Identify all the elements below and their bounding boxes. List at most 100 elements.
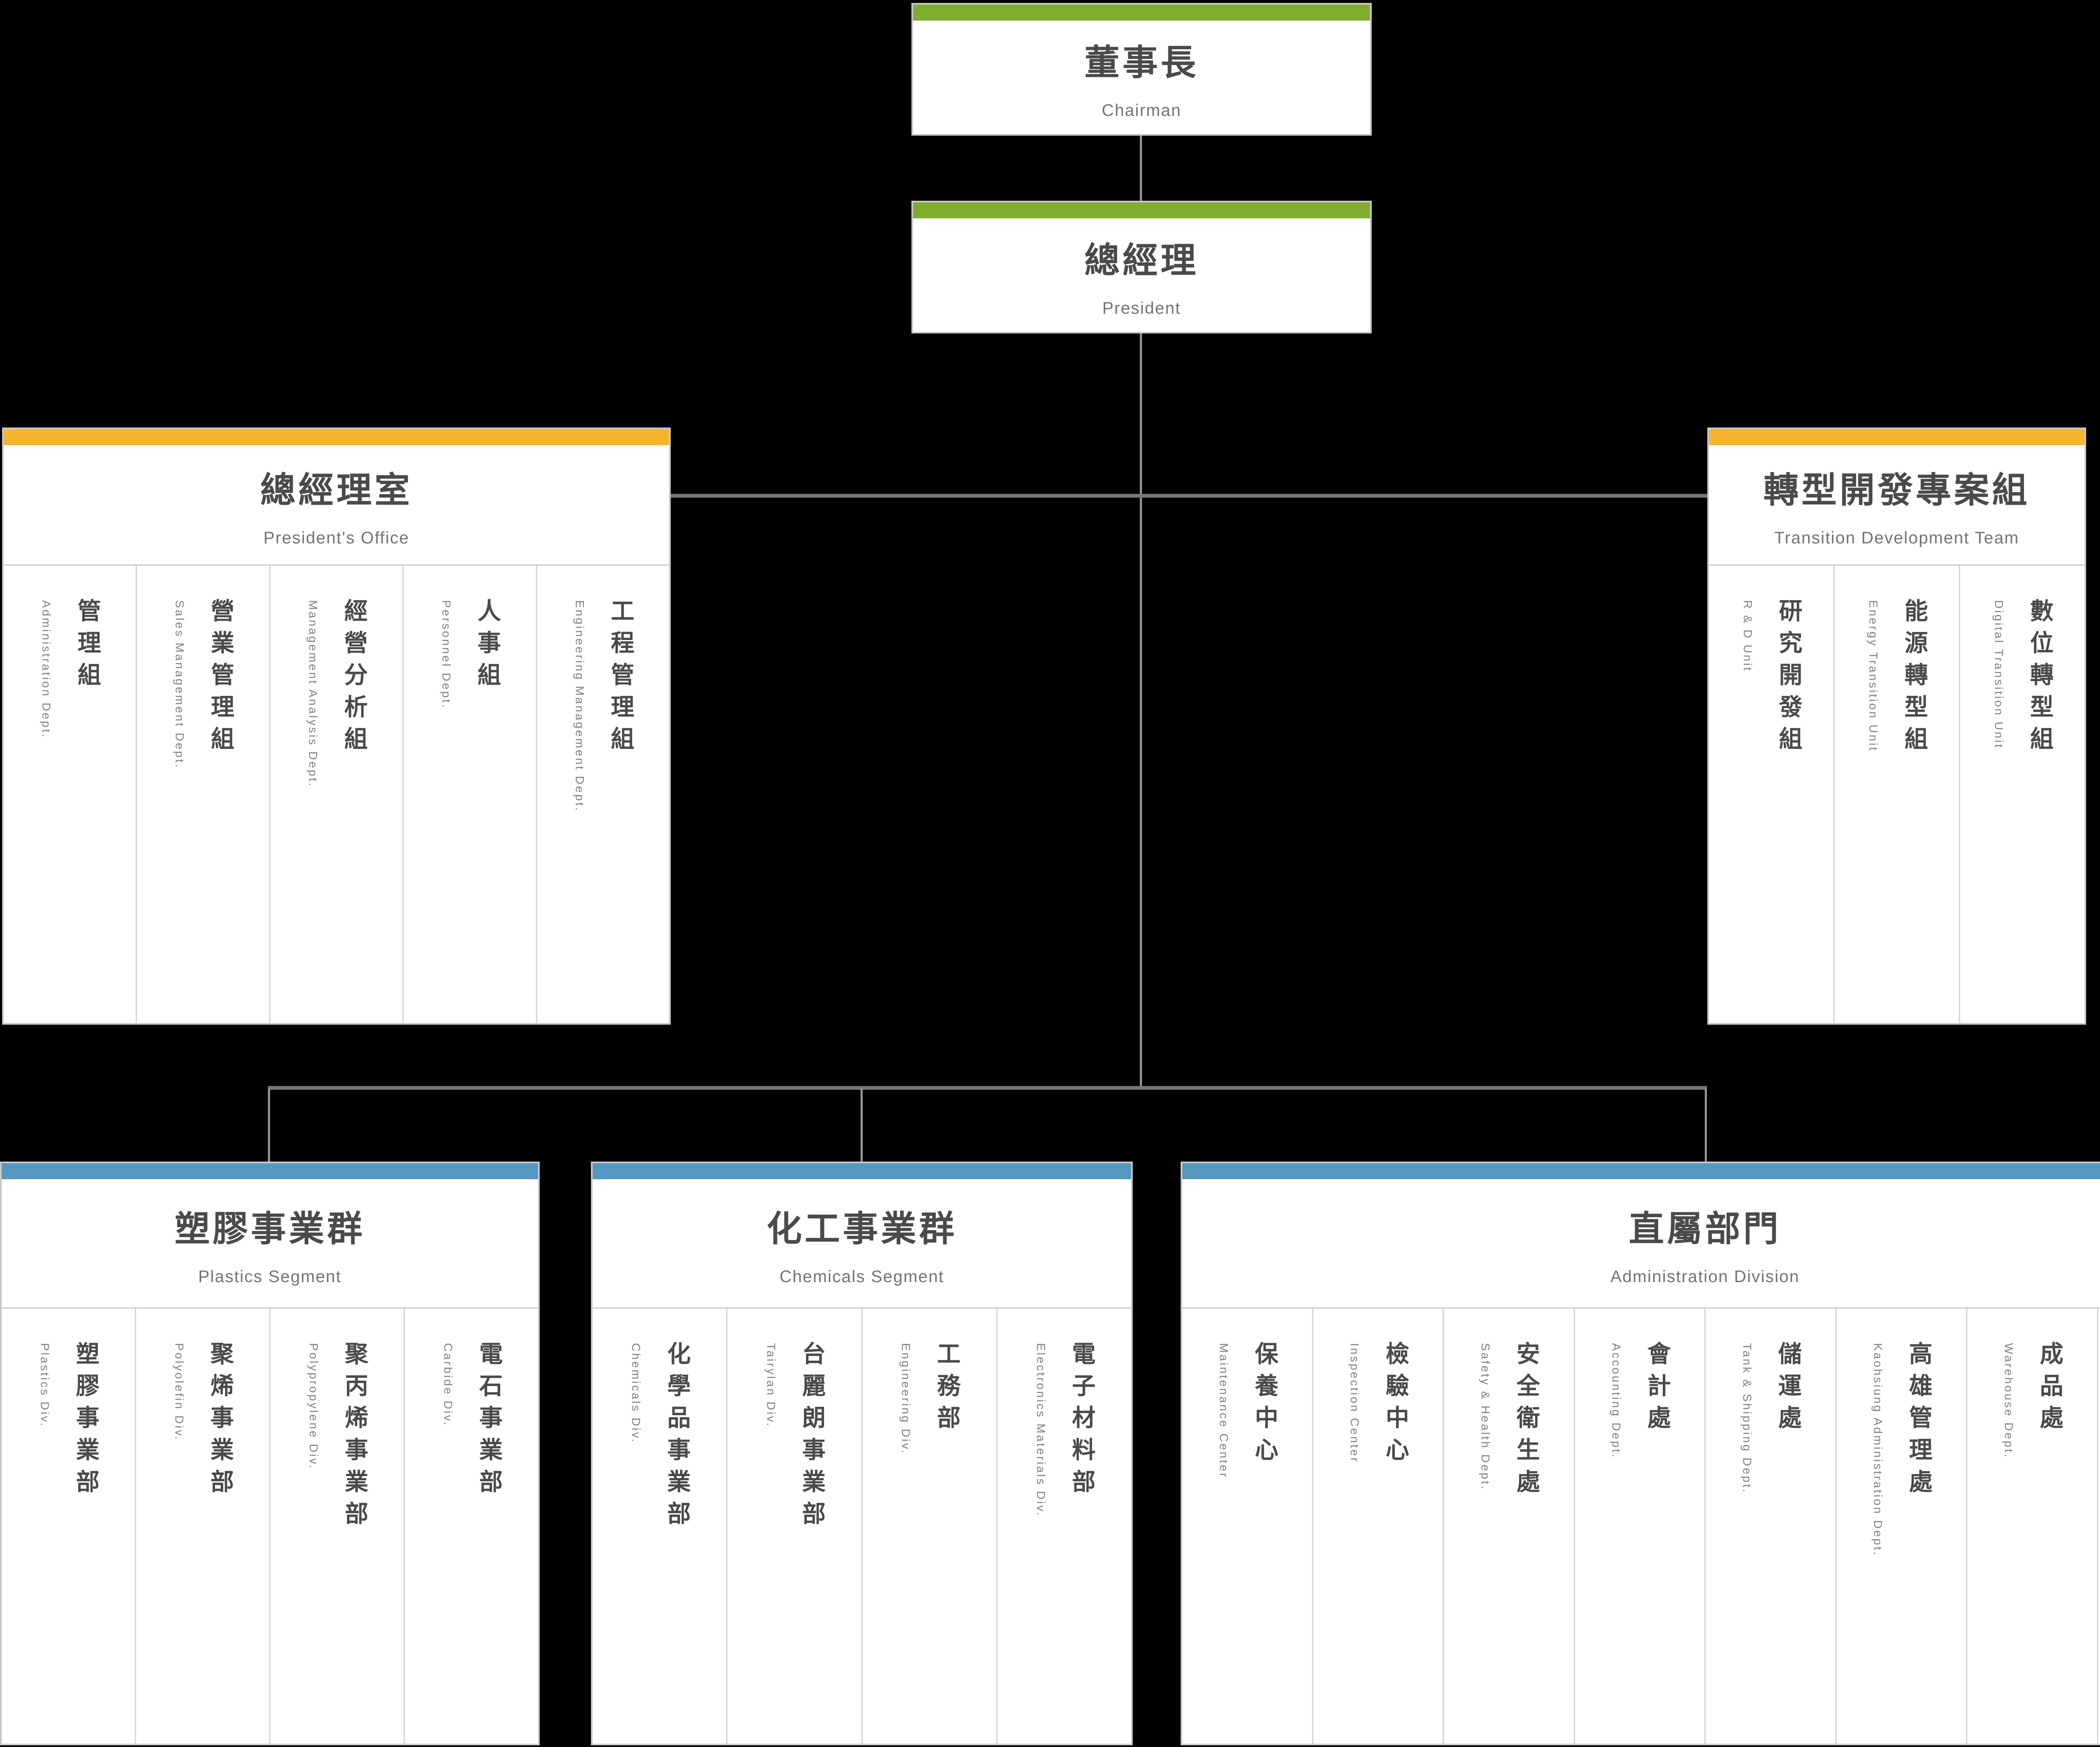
unit-subtitle: Digital Transition Unit xyxy=(1992,600,2006,749)
unit-title: 聚烯事業部 xyxy=(207,1341,234,1501)
unit-subtitle: Inspection Center xyxy=(1348,1343,1361,1464)
unit-subtitle: Polypropylene Div. xyxy=(307,1343,320,1470)
unit-inspection-center: 檢驗中心 Inspection Center xyxy=(1312,1309,1443,1744)
unit-title: 塑膠事業部 xyxy=(73,1341,100,1501)
unit-title: 高雄管理處 xyxy=(1906,1341,1932,1501)
administration-division-title: 直屬部門 xyxy=(1629,1209,1781,1249)
unit-kaohsiung-administration-dept: 高雄管理處 Kaohsiung Administration Dept. xyxy=(1835,1309,1966,1744)
unit-carbide-div: 電石事業部 Carbide Div. xyxy=(404,1309,538,1744)
unit-subtitle: Chemicals Div. xyxy=(630,1343,643,1444)
unit-subtitle: Energy Transition Unit xyxy=(1867,600,1880,752)
chemicals-segment-title: 化工事業群 xyxy=(766,1209,957,1249)
unit-subtitle: Warehouse Dept. xyxy=(2002,1343,2016,1459)
chemicals-segment-subtitle: Chemicals Segment xyxy=(780,1267,944,1286)
unit-engineering-div: 工務部 Engineering Div. xyxy=(861,1309,996,1744)
unit-subtitle: Engineering Management Dept. xyxy=(573,600,586,813)
unit-mailiao-administration-dept: 麥寮管理部 Mailiao Administration Dept. xyxy=(2097,1309,2100,1744)
administration-division-units: 保養中心 Maintenance Center 檢驗中心 Inspection … xyxy=(1182,1307,2100,1744)
unit-polyolefin-div: 聚烯事業部 Polyolefin Div. xyxy=(135,1309,269,1744)
unit-management-analysis-dept: 經營分析組 Management Analysis Dept. xyxy=(269,566,402,1023)
presidents-office-accent-bar xyxy=(4,429,669,445)
administration-division-subtitle: Administration Division xyxy=(1610,1267,1800,1286)
transition-team-units: 研究開發組 R & D Unit 能源轉型組 Energy Transition… xyxy=(1709,564,2084,1023)
unit-subtitle: Tank & Shipping Dept. xyxy=(1740,1343,1754,1494)
unit-electronics-materials-div: 電子材料部 Electronics Materials Div. xyxy=(996,1309,1131,1744)
unit-sales-management-dept: 營業管理組 Sales Management Dept. xyxy=(136,566,269,1023)
unit-subtitle: Polyolefin Div. xyxy=(173,1343,186,1442)
plastics-segment-subtitle: Plastics Segment xyxy=(198,1267,342,1286)
unit-administration-dept: 管理組 Administration Dept. xyxy=(4,566,136,1023)
unit-title: 儲運處 xyxy=(1775,1341,1802,1437)
unit-subtitle: Sales Management Dept. xyxy=(173,600,186,769)
unit-engineering-management-dept: 工程管理組 Engineering Management Dept. xyxy=(536,566,669,1023)
unit-subtitle: Carbide Div. xyxy=(441,1343,455,1427)
connector-office-transition xyxy=(670,494,1709,498)
plastics-segment-node: 塑膠事業群 Plastics Segment 塑膠事業部 Plastics Di… xyxy=(0,1162,540,1745)
connector-bottom-groups xyxy=(268,1086,1707,1090)
transition-team-accent-bar xyxy=(1709,429,2084,445)
president-title: 總經理 xyxy=(1084,241,1199,280)
unit-title: 電石事業部 xyxy=(476,1341,503,1501)
chairman-subtitle: Chairman xyxy=(1102,101,1181,120)
connector-drop-plastics xyxy=(268,1089,270,1162)
unit-title: 台麗朗事業部 xyxy=(799,1341,826,1533)
chairman-node: 董事長 Chairman xyxy=(911,3,1372,136)
unit-energy-transition-unit: 能源轉型組 Energy Transition Unit xyxy=(1833,566,1959,1023)
chemicals-segment-accent-bar xyxy=(593,1163,1131,1179)
connector-drop-chemicals xyxy=(861,1089,863,1162)
chemicals-segment-units: 化學品事業部 Chemicals Div. 台麗朗事業部 Tairylan Di… xyxy=(593,1307,1131,1744)
presidents-office-subtitle: President's Office xyxy=(263,529,410,547)
unit-title: 經營分析組 xyxy=(341,598,368,758)
presidents-office-units: 管理組 Administration Dept. 營業管理組 Sales Man… xyxy=(4,564,669,1023)
unit-title: 人事組 xyxy=(474,598,501,695)
plastics-segment-units: 塑膠事業部 Plastics Div. 聚烯事業部 Polyolefin Div… xyxy=(2,1307,538,1744)
unit-title: 工程管理組 xyxy=(607,598,634,758)
unit-warehouse-dept: 成品處 Warehouse Dept. xyxy=(1966,1309,2097,1744)
unit-title: 電子材料部 xyxy=(1068,1341,1095,1501)
unit-subtitle: Kaohsiung Administration Dept. xyxy=(1871,1343,1885,1557)
unit-subtitle: Personnel Dept. xyxy=(440,600,453,709)
unit-subtitle: Accounting Dept. xyxy=(1609,1343,1623,1459)
transition-team-subtitle: Transition Development Team xyxy=(1774,529,2019,547)
plastics-segment-accent-bar xyxy=(2,1163,538,1179)
unit-title: 檢驗中心 xyxy=(1382,1341,1409,1469)
unit-subtitle: Management Analysis Dept. xyxy=(307,600,320,788)
unit-title: 安全衛生處 xyxy=(1513,1341,1540,1501)
administration-division-accent-bar xyxy=(1182,1163,2100,1179)
unit-title: 能源轉型組 xyxy=(1901,598,1928,758)
unit-title: 營業管理組 xyxy=(207,598,234,758)
unit-chemicals-div: 化學品事業部 Chemicals Div. xyxy=(593,1309,726,1744)
unit-rd-unit: 研究開發組 R & D Unit xyxy=(1709,566,1833,1023)
unit-subtitle: Electronics Materials Div. xyxy=(1034,1343,1047,1517)
administration-division-node: 直屬部門 Administration Division 保養中心 Mainte… xyxy=(1181,1162,2100,1745)
unit-subtitle: Engineering Div. xyxy=(899,1343,913,1455)
transition-team-title: 轉型開發專案組 xyxy=(1763,470,2030,510)
unit-subtitle: R & D Unit xyxy=(1741,600,1754,672)
unit-plastics-div: 塑膠事業部 Plastics Div. xyxy=(2,1309,135,1744)
connector-drop-administration xyxy=(1705,1089,1707,1162)
unit-title: 數位轉型組 xyxy=(2027,598,2053,758)
unit-title: 工務部 xyxy=(934,1341,961,1437)
unit-subtitle: Administration Dept. xyxy=(40,600,53,739)
unit-accounting-dept: 會計處 Accounting Dept. xyxy=(1573,1309,1705,1744)
unit-digital-transition-unit: 數位轉型組 Digital Transition Unit xyxy=(1959,566,2084,1023)
unit-title: 成品處 xyxy=(2037,1341,2063,1437)
president-accent-bar xyxy=(913,202,1370,218)
unit-subtitle: Maintenance Center xyxy=(1217,1343,1231,1479)
unit-title: 化學品事業部 xyxy=(664,1341,691,1533)
presidents-office-title: 總經理室 xyxy=(260,470,413,510)
unit-tank-shipping-dept: 儲運處 Tank & Shipping Dept. xyxy=(1704,1309,1835,1744)
connector-chairman-president xyxy=(1140,136,1142,202)
unit-title: 保養中心 xyxy=(1252,1341,1278,1469)
unit-maintenance-center: 保養中心 Maintenance Center xyxy=(1182,1309,1312,1744)
connector-president-trunk xyxy=(1140,333,1142,1089)
unit-tairylan-div: 台麗朗事業部 Tairylan Div. xyxy=(726,1309,861,1744)
unit-polypropylene-div: 聚丙烯事業部 Polypropylene Div. xyxy=(269,1309,404,1744)
chemicals-segment-node: 化工事業群 Chemicals Segment 化學品事業部 Chemicals… xyxy=(591,1162,1133,1745)
president-subtitle: President xyxy=(1102,299,1181,317)
unit-title: 管理組 xyxy=(74,598,101,695)
unit-title: 研究開發組 xyxy=(1776,598,1802,758)
unit-personnel-dept: 人事組 Personnel Dept. xyxy=(402,566,536,1023)
presidents-office-node: 總經理室 President's Office 管理組 Administrati… xyxy=(2,428,671,1025)
plastics-segment-title: 塑膠事業群 xyxy=(174,1209,365,1249)
